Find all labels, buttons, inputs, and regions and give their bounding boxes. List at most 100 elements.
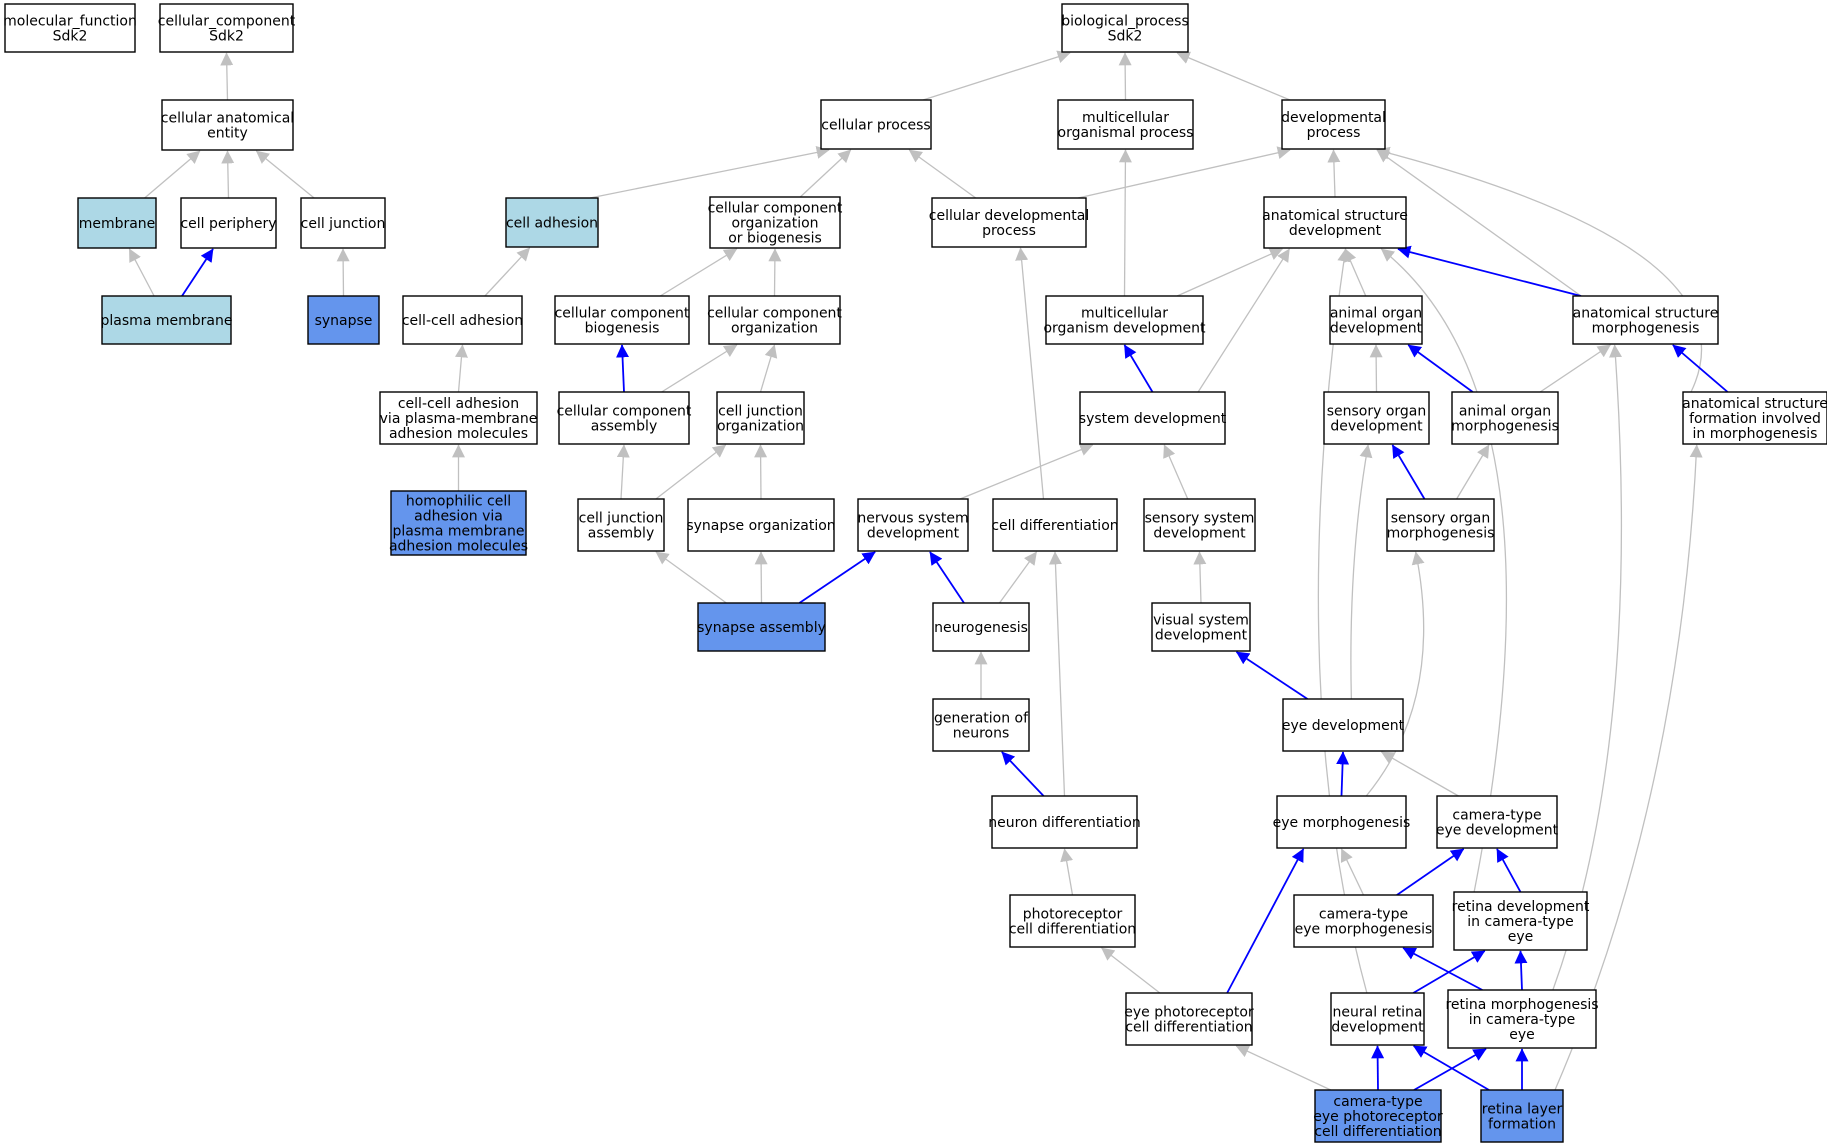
edge-eyemorph-to-somorph [1365, 551, 1425, 797]
node-label-line: cellular component [708, 201, 843, 217]
node-box [709, 196, 841, 249]
edge-vsdev-to-ssdev [1193, 551, 1207, 604]
node-label-line: Sdk2 [53, 29, 88, 45]
node-label-line: multicellular [1081, 306, 1168, 322]
node-neurdiff[interactable]: neuron differentiation [988, 795, 1141, 849]
edge-sysdev-to-mcorgdev [1123, 344, 1154, 393]
node-box [307, 295, 380, 345]
node-cellproc[interactable]: cellular process [820, 99, 932, 150]
node-box [1057, 99, 1194, 150]
node-box [1330, 992, 1425, 1046]
edge-cjasm-to-cjorg [655, 444, 727, 500]
edge-ccorgbio-to-cellproc [799, 149, 852, 198]
node-label-line: neurons [953, 726, 1010, 742]
node-box [390, 490, 527, 556]
node-sysdev[interactable]: system development [1079, 391, 1227, 445]
node-box [932, 602, 1030, 652]
node-box [1263, 196, 1407, 249]
node-label-line: morphogenesis [1451, 419, 1559, 435]
edge-photodiff-to-neurdiff [1060, 848, 1074, 896]
node-ccadh[interactable]: cell-cell adhesion [402, 295, 523, 345]
node-synasm[interactable]: synapse assembly [697, 602, 826, 652]
node-synapse[interactable]: synapse [307, 295, 380, 345]
node-box [379, 391, 538, 445]
node-label-line: adhesion molecules [389, 539, 528, 555]
node-label-line: plasma membrane [393, 524, 525, 540]
node-label-line: organismal process [1058, 125, 1194, 141]
edge-synasm-to-nsdev [798, 551, 876, 604]
node-label-line: in camera-type [1469, 1012, 1575, 1028]
edge-devproc-to-bp [1176, 51, 1291, 101]
edge-somorph-to-sodev [1391, 444, 1426, 500]
node-label-line: morphogenesis [1387, 526, 1495, 542]
node-label-line: assembly [591, 419, 657, 435]
node-label-line: camera-type [1333, 1094, 1422, 1110]
node-celladh[interactable]: cell adhesion [505, 197, 599, 248]
node-membrane[interactable]: membrane [77, 197, 157, 249]
node-box [708, 295, 841, 345]
node-plasmamem[interactable]: plasma membrane [101, 295, 233, 345]
node-box [1045, 295, 1204, 345]
edge-membrane-to-cae [144, 150, 201, 199]
node-label-line: cell differentiation [1009, 922, 1136, 938]
node-box [180, 197, 277, 249]
node-synorg[interactable]: synapse organization [686, 498, 836, 552]
node-box [857, 498, 969, 552]
edge-eyedev-to-vsdev [1235, 651, 1308, 700]
edge-cae-to-cc [220, 52, 234, 101]
node-label-line: synapse assembly [697, 620, 826, 636]
node-label-line: neuron differentiation [988, 815, 1140, 831]
node-celldiff[interactable]: cell differentiation [991, 498, 1119, 552]
edge-retmorph-to-cteyemorph [1402, 947, 1483, 991]
node-eyemorph[interactable]: eye morphogenesis [1273, 795, 1411, 849]
edge-retdev-to-asdev [1380, 248, 1508, 893]
node-label-line: eye photoreceptor [1313, 1109, 1443, 1125]
node-neurogen[interactable]: neurogenesis [932, 602, 1030, 652]
node-celljunc[interactable]: cell junction [300, 197, 386, 249]
edge-neurogen-to-celldiff [998, 551, 1038, 604]
node-label-line: Sdk2 [1108, 29, 1143, 45]
node-cellper[interactable]: cell periphery [180, 197, 277, 249]
node-label-line: biological_process [1061, 14, 1189, 30]
node-label-line: organization [731, 321, 818, 337]
node-eyedev[interactable]: eye development [1282, 698, 1405, 752]
